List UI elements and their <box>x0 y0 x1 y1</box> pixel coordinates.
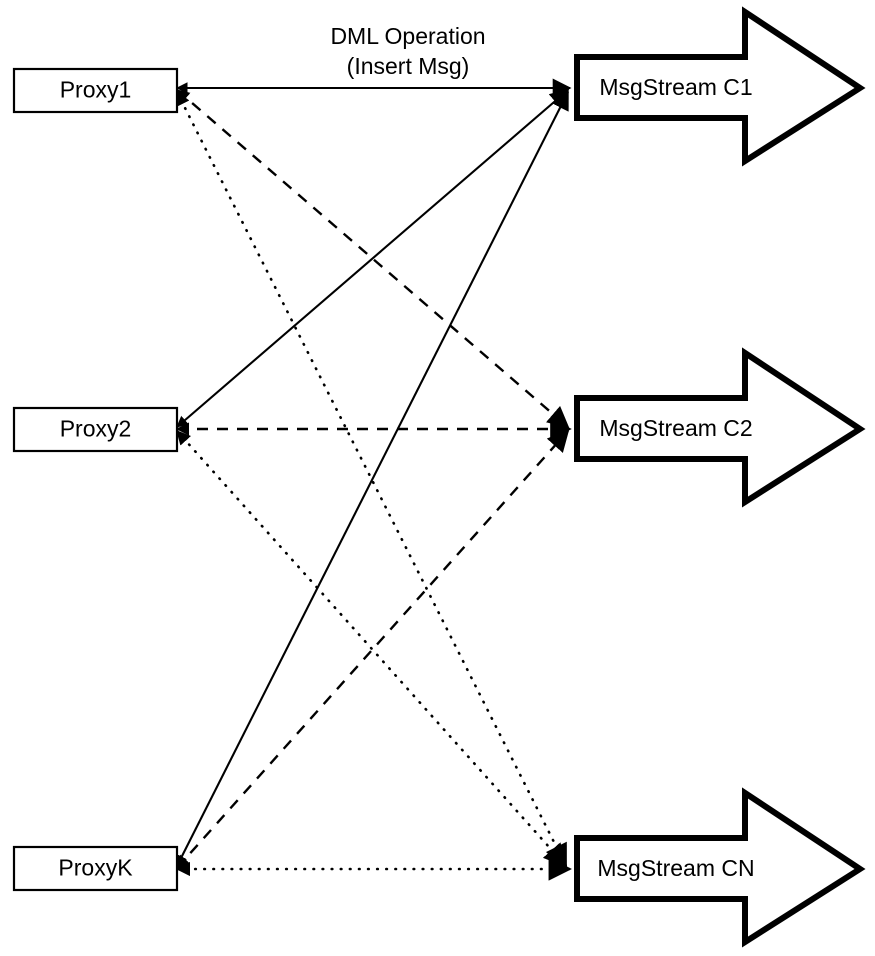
edge-proxy2-to-cn <box>175 429 568 868</box>
msgstream-c1-label: MsgStream C1 <box>599 74 752 100</box>
proxy-node-proxy1[interactable]: Proxy1 <box>12 67 179 114</box>
proxy-node-proxyk[interactable]: ProxyK <box>12 845 179 892</box>
stream-node-c2[interactable]: MsgStream C2 <box>574 347 866 508</box>
proxy-node-proxy2[interactable]: Proxy2 <box>12 406 179 453</box>
edge-proxy2-to-c1 <box>176 88 570 428</box>
edge-caption-line1: DML Operation <box>330 23 485 49</box>
msgstream-c2-arrow-shape[interactable] <box>574 347 866 508</box>
edge-caption: DML Operation (Insert Msg) <box>330 23 485 79</box>
edge-caption-line2: (Insert Msg) <box>347 53 470 79</box>
stream-node-c1[interactable]: MsgStream C1 <box>574 6 866 167</box>
proxyk-label: ProxyK <box>58 855 133 881</box>
msgstream-cn-arrow-shape[interactable] <box>574 787 866 948</box>
proxyk-box[interactable] <box>12 845 179 892</box>
stream-node-cn[interactable]: MsgStream CN <box>574 787 866 948</box>
edge-proxyk-to-c2 <box>176 429 570 869</box>
edge-proxyk-to-c1 <box>176 90 569 867</box>
msgstream-c1-arrow-shape[interactable] <box>574 6 866 167</box>
proxy1-box[interactable] <box>12 67 179 114</box>
edge-layer <box>175 78 572 881</box>
proxy2-box[interactable] <box>12 406 179 453</box>
msgstream-cn-label: MsgStream CN <box>597 855 754 881</box>
proxy1-label: Proxy1 <box>60 77 132 103</box>
proxy2-label: Proxy2 <box>60 416 132 442</box>
msgstream-c2-label: MsgStream C2 <box>599 415 752 441</box>
